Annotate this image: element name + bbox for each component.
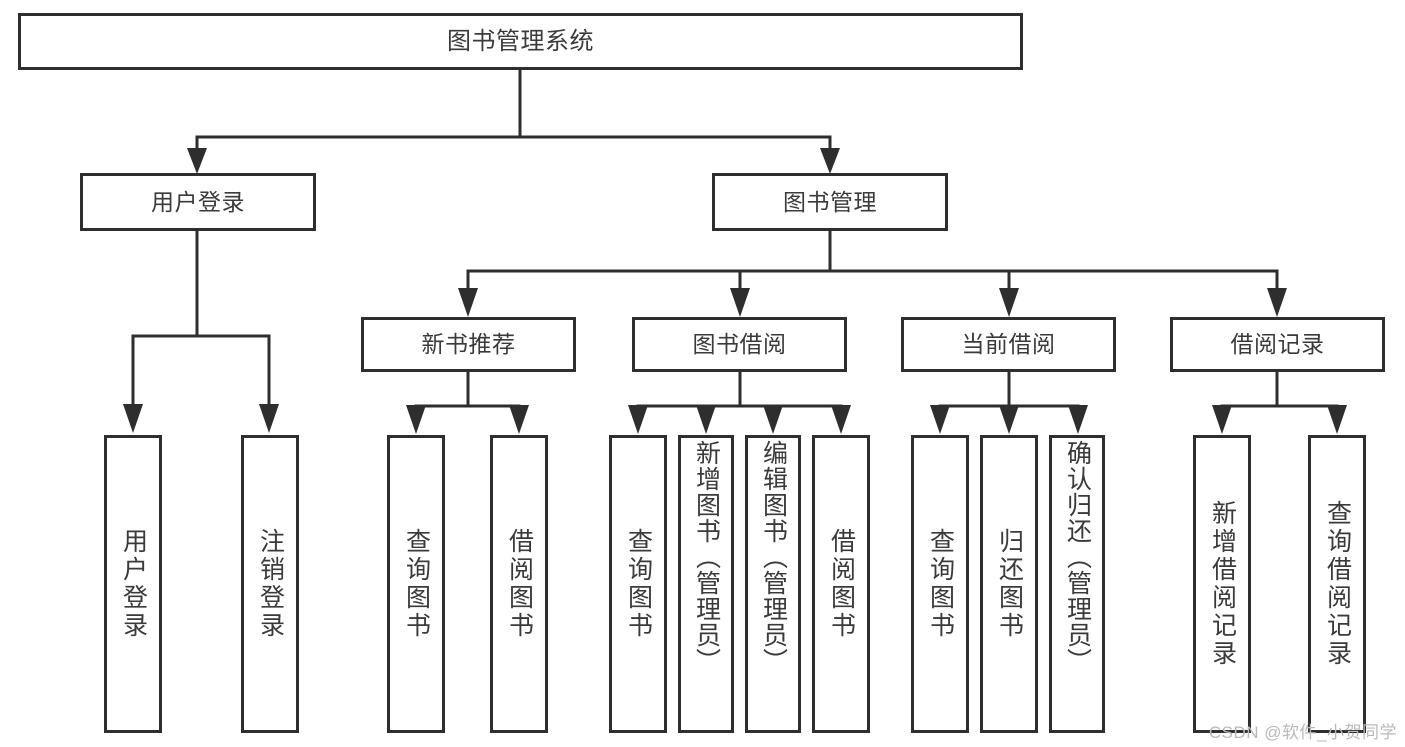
node-root-label: 图书管理系统	[447, 27, 594, 55]
node-current-borrow[interactable]: 当前借阅	[901, 317, 1116, 372]
node-leaf-add-book[interactable]: 新增图书（管理员）	[678, 435, 734, 733]
arrowhead-leaf-confirm-return	[1068, 405, 1088, 434]
node-leaf-borrow-book-2[interactable]: 借阅图书	[812, 435, 870, 733]
node-leaf-query-record[interactable]: 查询借阅记录	[1308, 435, 1366, 733]
arrowhead-current-borrow	[999, 288, 1019, 317]
arrowhead-leaf-query-record	[1327, 405, 1347, 434]
node-new-book-recommend[interactable]: 新书推荐	[361, 317, 576, 372]
node-leaf-borrow-book-1-label: 借阅图书	[505, 528, 534, 640]
arrowhead-leaf-query-book-2	[628, 405, 648, 434]
arrowhead-user-login	[187, 148, 207, 174]
arrowhead-leaf-query-book-1	[406, 405, 426, 434]
node-book-borrow[interactable]: 图书借阅	[632, 317, 847, 372]
node-leaf-edit-book[interactable]: 编辑图书（管理员）	[745, 435, 801, 733]
node-book-management-label: 图书管理	[783, 188, 877, 215]
node-book-borrow-label: 图书借阅	[692, 331, 787, 358]
node-leaf-user-login[interactable]: 用户登录	[104, 435, 162, 733]
arrowhead-book-borrow	[730, 288, 750, 317]
arrowhead-new-book-recommend	[458, 288, 478, 317]
watermark-text: CSDN @软件_小贺同学	[1208, 723, 1397, 742]
arrowhead-leaf-edit-book	[763, 405, 783, 434]
arrowhead-leaf-add-book	[696, 405, 716, 434]
node-leaf-borrow-book-1[interactable]: 借阅图书	[490, 435, 548, 733]
node-leaf-query-book-1-label: 查询图书	[402, 528, 431, 640]
arrowhead-leaf-borrow-book-1	[509, 405, 529, 434]
node-leaf-query-book-1[interactable]: 查询图书	[387, 435, 445, 733]
node-leaf-user-logout-label: 注销登录	[256, 528, 285, 640]
node-leaf-user-logout[interactable]: 注销登录	[241, 435, 299, 733]
node-leaf-query-book-3[interactable]: 查询图书	[911, 435, 969, 733]
node-leaf-query-book-2[interactable]: 查询图书	[609, 435, 667, 733]
arrowhead-leaf-add-record	[1212, 405, 1232, 434]
node-leaf-user-login-label: 用户登录	[119, 528, 148, 640]
arrowhead-leaf-return-book	[999, 405, 1019, 434]
node-leaf-query-book-2-label: 查询图书	[624, 528, 653, 640]
node-leaf-query-record-label: 查询借阅记录	[1323, 500, 1352, 668]
node-leaf-confirm-return-label: 确认归还（管理员）	[1063, 440, 1092, 674]
node-borrow-record[interactable]: 借阅记录	[1170, 317, 1385, 372]
node-leaf-borrow-book-2-label: 借阅图书	[827, 528, 856, 640]
node-user-login-label: 用户登录	[151, 188, 245, 215]
arrowhead-leaf-user-login	[123, 404, 143, 433]
node-leaf-query-book-3-label: 查询图书	[926, 528, 955, 640]
node-current-borrow-label: 当前借阅	[961, 331, 1056, 358]
node-leaf-return-book[interactable]: 归还图书	[980, 435, 1038, 733]
node-root-system[interactable]: 图书管理系统	[18, 13, 1023, 70]
arrowhead-leaf-query-book-3	[930, 405, 950, 434]
node-leaf-add-record-label: 新增借阅记录	[1208, 500, 1237, 668]
node-new-book-recommend-label: 新书推荐	[421, 331, 516, 358]
node-leaf-edit-book-label: 编辑图书（管理员）	[759, 440, 788, 674]
node-borrow-record-label: 借阅记录	[1230, 331, 1325, 358]
arrowhead-leaf-borrow-book-2	[831, 405, 851, 434]
node-user-login[interactable]: 用户登录	[80, 173, 316, 231]
arrowhead-borrow-record	[1267, 288, 1287, 317]
arrowhead-book-management	[820, 148, 840, 174]
node-book-management[interactable]: 图书管理	[712, 173, 948, 231]
node-leaf-confirm-return[interactable]: 确认归还（管理员）	[1049, 435, 1105, 733]
arrowhead-leaf-user-logout	[259, 404, 279, 433]
node-leaf-add-record[interactable]: 新增借阅记录	[1193, 435, 1251, 733]
node-leaf-add-book-label: 新增图书（管理员）	[692, 440, 721, 674]
node-leaf-return-book-label: 归还图书	[995, 528, 1024, 640]
